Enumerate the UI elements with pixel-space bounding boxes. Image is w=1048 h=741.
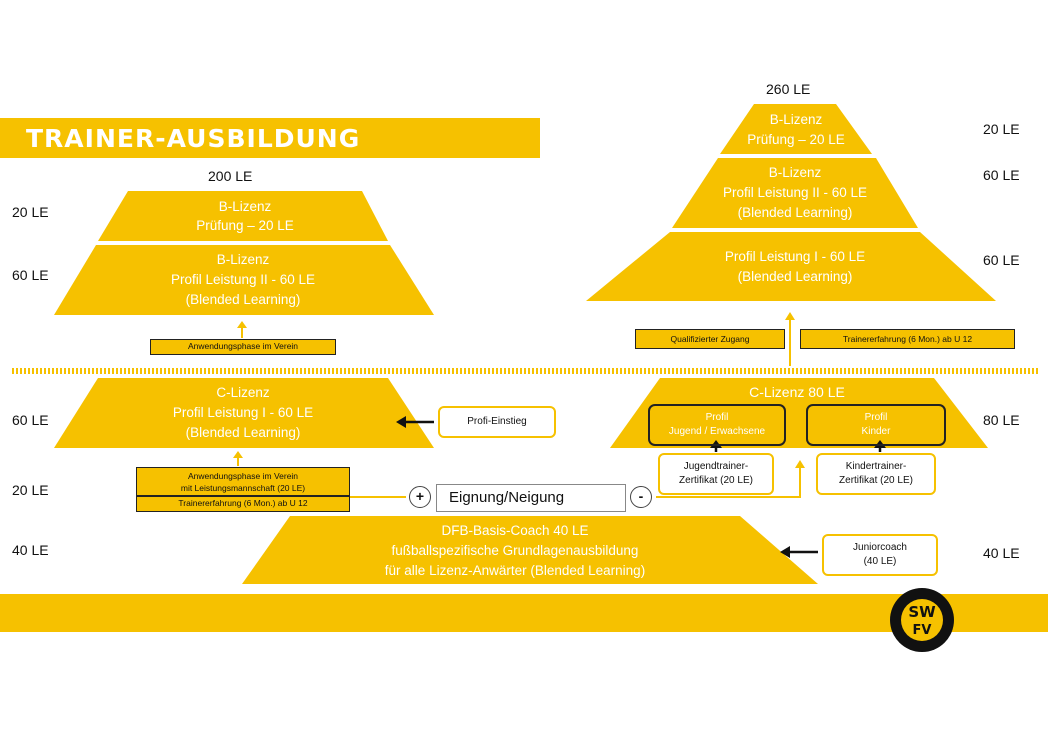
svg-text:SW: SW <box>908 603 936 621</box>
left-row-label: 60 LE <box>12 267 49 283</box>
qualifiziert-box: Qualifizierter Zugang <box>635 329 785 349</box>
right-row-label: 20 LE <box>983 121 1020 137</box>
plus-icon: + <box>409 486 431 508</box>
anwendung-box: Anwendungsphase im Verein <box>150 339 336 355</box>
right-c-lizenz-shape <box>610 378 988 448</box>
left-c-lizenz-shape <box>54 378 434 448</box>
right-row-label: 80 LE <box>983 412 1020 428</box>
trainererfahrung-box-left: Trainererfahrung (6 Mon.) ab U 12 <box>136 496 350 512</box>
basis-coach-shape <box>242 516 818 584</box>
jugendtrainer-zertifikat-box: Jugendtrainer-Zertifikat (20 LE) <box>658 453 774 495</box>
trainererfahrung-box-right: Trainererfahrung (6 Mon.) ab U 12 <box>800 329 1015 349</box>
eignung-neigung-box: Eignung/Neigung <box>436 484 626 512</box>
left-b-pruefung-shape <box>98 191 388 241</box>
arrow-up-icon <box>785 312 795 320</box>
arrow-left-icon <box>396 416 406 428</box>
arrow-up-icon <box>795 460 805 468</box>
right-b-profil-shape <box>672 158 918 228</box>
profi-einstieg-box: Profi-Einstieg <box>438 406 556 438</box>
arrow-up-icon <box>237 321 247 328</box>
left-row-label: 20 LE <box>12 204 49 220</box>
right-c-lizenz-text: C-Lizenz 80 LE <box>749 384 845 400</box>
minus-icon: - <box>630 486 652 508</box>
right-row-label: 40 LE <box>983 545 1020 561</box>
left-b-profil-shape <box>54 245 434 315</box>
right-profil1-text: Profil Leistung I - 60 LE(Blended Learni… <box>724 249 866 284</box>
title-band <box>0 118 540 158</box>
page-title: TRAINER-AUSBILDUNG <box>26 124 361 153</box>
swfv-logo-icon: SW FV <box>890 588 954 652</box>
left-row-label: 20 LE <box>12 482 49 498</box>
left-row-label: 60 LE <box>12 412 49 428</box>
right-profil1-shape <box>586 232 996 301</box>
right-row-label: 60 LE <box>983 252 1020 268</box>
right-total-label: 260 LE <box>766 81 811 97</box>
left-row-label: 40 LE <box>12 542 49 558</box>
svg-text:FV: FV <box>913 623 932 638</box>
juniorcoach-box: Juniorcoach(40 LE) <box>822 534 938 576</box>
arrow-left-icon <box>780 546 790 558</box>
arrow-up-icon <box>233 451 243 458</box>
left-total-label: 200 LE <box>208 168 253 184</box>
right-b-pruefung-shape <box>720 104 872 154</box>
right-row-label: 60 LE <box>983 167 1020 183</box>
bottom-band <box>0 594 1048 632</box>
kindertrainer-zertifikat-box: Kindertrainer-Zertifikat (20 LE) <box>816 453 936 495</box>
